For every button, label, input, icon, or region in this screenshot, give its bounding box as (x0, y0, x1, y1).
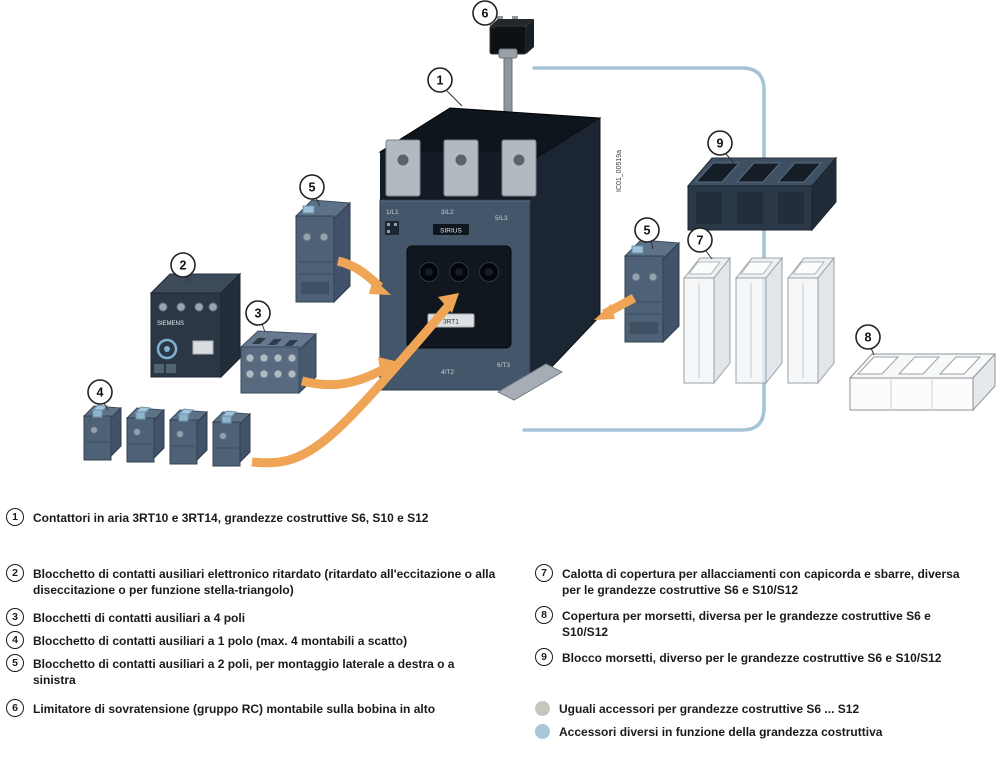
arrow-band (300, 364, 389, 390)
type-label: 3RT1 (443, 319, 459, 326)
legend-note-same-accessories: Uguali accessori per grandezze costrutti… (535, 701, 979, 717)
legend-number-6: 6 (6, 699, 24, 717)
legend-text-2: Blocchetto di contatti ausiliari elettro… (33, 567, 496, 598)
callout-number: 1 (437, 74, 444, 88)
arrow-head (438, 293, 459, 313)
callout-6: 6 (472, 0, 498, 26)
selector-dial (156, 338, 178, 360)
legend-item-5: 5 Blocchetto di contatti ausiliari a 2 p… (6, 654, 467, 688)
callout-number: 8 (865, 331, 872, 345)
legend-item-6: 6 Limitatore di sovratensione (gruppo RC… (6, 699, 508, 717)
aux-contact-1pole (212, 410, 251, 467)
callouts: 1 6 9 7 5 5 2 (87, 0, 881, 405)
callout-2: 2 (170, 252, 196, 278)
legend-text-6: Limitatore di sovratensione (gruppo RC) … (33, 702, 436, 716)
screw-head (498, 48, 518, 59)
aux-contact-2pole-left-5 (295, 199, 351, 303)
legend-item-2: 2 Blocchetto di contatti ausiliari elett… (6, 564, 508, 598)
terminal-label-6t3: 6/T3 (497, 362, 510, 369)
figure-id-watermark: IC01_00519a (616, 150, 623, 192)
legend-text-7: Calotta di copertura per allacciamenti c… (562, 567, 960, 598)
callout-4: 4 (87, 379, 113, 405)
exploded-diagram: 1/L1 3/L2 5/L3 SIRIUS 3RT1 4/T2 6/T3 IC0… (83, 0, 997, 468)
legend-text-4: Blocchetto di contatti ausiliari a 1 pol… (33, 634, 408, 648)
callout-7: 7 (687, 227, 713, 253)
callout-number: 5 (644, 224, 651, 238)
aux-contact-2pole-right-5 (624, 239, 680, 343)
callout-5-left: 5 (299, 174, 325, 200)
callout-number: 4 (97, 386, 104, 400)
legend-text-5: Blocchetto di contatti ausiliari a 2 pol… (33, 657, 455, 688)
brand-label: SIEMENS (157, 321, 184, 327)
legend-item-8: 8 Copertura per morsetti, diversa per le… (535, 606, 962, 640)
legend-text-3: Blocchetti di contatti ausiliari a 4 pol… (33, 611, 246, 625)
blue-bullet-icon (535, 724, 550, 739)
callout-1: 1 (427, 67, 453, 93)
legend-item-9: 9 Blocco morsetti, diverso per le grande… (535, 648, 982, 666)
legend-number-4: 4 (6, 631, 24, 649)
legend-number-5: 5 (6, 654, 24, 672)
legend-number-2: 2 (6, 564, 24, 582)
arrow-band (251, 301, 454, 468)
legend-item-4: 4 Blocchetto di contatti ausiliari a 1 p… (6, 631, 508, 649)
arrow-head (369, 278, 391, 295)
legend-text-1: Contattori in aria 3RT10 e 3RT14, grande… (33, 511, 429, 525)
legend-note-different-accessories: Accessori diversi in funzione della gran… (535, 724, 979, 740)
legend-item-1: 1 Contattori in aria 3RT10 e 3RT14, gran… (6, 508, 508, 526)
legend-number-8: 8 (535, 606, 553, 624)
callout-number: 5 (309, 181, 316, 195)
callout-3: 3 (245, 300, 271, 326)
callout-9: 9 (707, 130, 733, 156)
legend-note-text: Accessori diversi in funzione della gran… (559, 725, 883, 739)
legend-text-8: Copertura per morsetti, diversa per le g… (562, 609, 931, 640)
legend-number-7: 7 (535, 564, 553, 582)
terminal-label-1l1: 1/L1 (386, 209, 399, 216)
arrow-head (594, 304, 615, 320)
aux-block-4pole-3 (239, 330, 318, 395)
aux-contact-1pole-group-4 (83, 404, 251, 467)
mounting-foot (496, 363, 564, 401)
legend-number-3: 3 (6, 608, 24, 626)
legend-item-3: 3 Blocchetti di contatti ausiliari a 4 p… (6, 608, 508, 626)
aux-contact-1pole (83, 404, 122, 461)
terminal-block-9 (686, 156, 838, 232)
aux-contact-1pole (126, 406, 165, 463)
aux-contact-1pole (169, 408, 208, 465)
size-range-guide-line (522, 66, 766, 432)
aux-block-electronic-2: SIEMENS (149, 272, 242, 379)
callout-number: 3 (255, 307, 262, 321)
legend-number-9: 9 (535, 648, 553, 666)
sirius-label: SIRIUS (440, 228, 462, 235)
legend-note-text: Uguali accessori per grandezze costrutti… (559, 702, 860, 716)
legend-item-7: 7 Calotta di copertura per allacciamenti… (535, 564, 962, 598)
callout-number: 7 (697, 234, 704, 248)
terminal-label-3l2: 3/L2 (441, 209, 454, 216)
cover-hood-7 (682, 256, 836, 385)
arrow-head (378, 357, 399, 377)
mounting-arrows (251, 256, 637, 468)
gray-bullet-icon (535, 701, 550, 716)
callout-5-right: 5 (634, 217, 660, 243)
legend-number-1: 1 (6, 508, 24, 526)
callout-number: 2 (180, 259, 187, 273)
terminal-label-4t2: 4/T2 (441, 369, 454, 376)
callout-number: 9 (717, 137, 724, 151)
contactor-1: 1/L1 3/L2 5/L3 SIRIUS 3RT1 4/T2 6/T3 (378, 107, 602, 401)
terminal-label-5l3: 5/L3 (495, 215, 508, 222)
callout-number: 6 (482, 7, 489, 21)
legend-text-9: Blocco morsetti, diverso per le grandezz… (562, 651, 942, 665)
terminal-cover-8 (848, 352, 997, 412)
callout-8: 8 (855, 324, 881, 350)
